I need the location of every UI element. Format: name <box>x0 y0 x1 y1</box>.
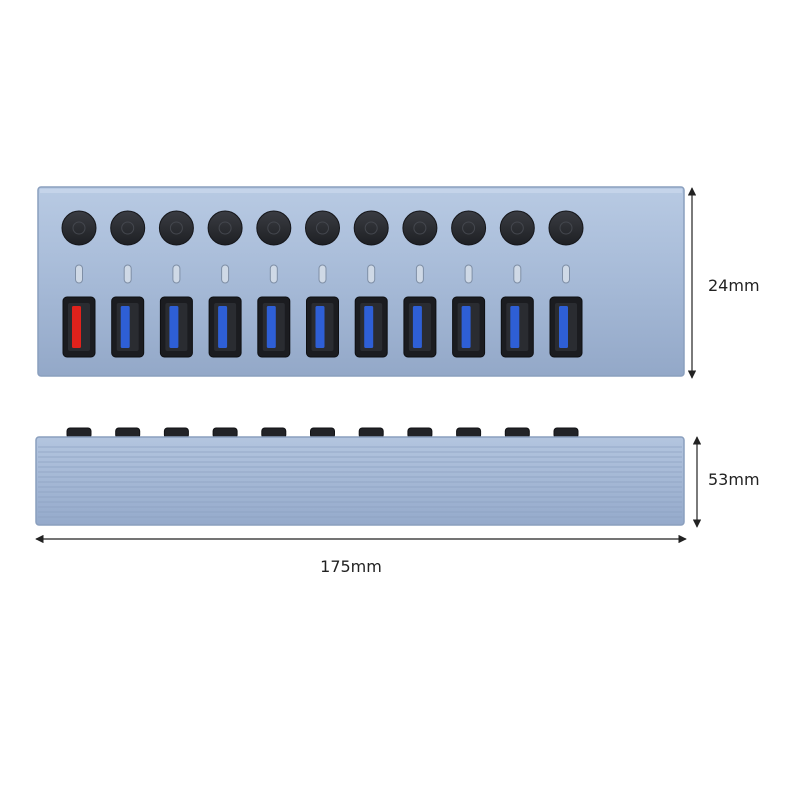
power-button-9 <box>451 210 487 246</box>
length-dimension-label: 175mm <box>320 557 382 576</box>
power-button-ring-10 <box>510 221 524 235</box>
depth-dimension-label: 24mm <box>708 276 760 295</box>
status-leds-row <box>75 264 570 284</box>
power-button-ring-1 <box>72 221 86 235</box>
side-cooling-ribs <box>38 446 682 518</box>
led-indicator-1 <box>75 264 83 284</box>
led-indicator-7 <box>367 264 376 284</box>
usb-port-tongue-8 <box>412 306 422 348</box>
led-indicator-10 <box>513 264 522 284</box>
dimension-annotations: 24mm 53mm 175mm <box>35 187 760 576</box>
power-button-ring-9 <box>462 221 476 235</box>
usb-port-tongue-11 <box>559 306 568 348</box>
usb-port-tongue-10 <box>510 306 520 348</box>
power-button-ring-4 <box>218 221 232 235</box>
power-button-8 <box>402 210 438 246</box>
led-indicator-5 <box>269 264 278 284</box>
hub-side-view <box>35 427 685 526</box>
power-button-1 <box>61 210 97 246</box>
side-buttons-row <box>66 427 579 439</box>
power-button-ring-8 <box>413 221 427 235</box>
led-indicator-2 <box>123 264 132 284</box>
power-button-ring-11 <box>559 221 573 235</box>
power-button-7 <box>353 210 389 246</box>
usb-port-tongue-2 <box>120 306 130 348</box>
power-button-ring-2 <box>121 221 135 235</box>
usb-port-tongue-3 <box>169 306 179 348</box>
power-button-3 <box>158 210 194 246</box>
power-button-10 <box>499 210 535 246</box>
height-dimension-label: 53mm <box>708 470 760 489</box>
power-button-6 <box>305 210 340 246</box>
power-button-2 <box>110 210 146 246</box>
usb-ports-row <box>62 296 583 358</box>
usb-port-tongue-1 <box>72 306 81 348</box>
led-indicator-4 <box>221 264 230 284</box>
hub-top-highlight <box>40 189 682 193</box>
usb-port-tongue-7 <box>364 306 374 348</box>
power-buttons-row <box>61 210 584 246</box>
usb-port-tongue-4 <box>218 306 228 348</box>
power-button-ring-6 <box>316 221 329 235</box>
hub-top-view <box>37 186 685 377</box>
power-button-4 <box>207 210 243 246</box>
led-indicator-9 <box>464 264 473 284</box>
power-button-ring-3 <box>169 221 183 235</box>
power-button-ring-7 <box>364 221 378 235</box>
usb-port-tongue-6 <box>315 306 325 348</box>
hub-side-body <box>35 436 685 526</box>
usb-port-tongue-5 <box>266 306 276 348</box>
led-indicator-6 <box>318 264 327 284</box>
power-button-5 <box>256 210 292 246</box>
usb-port-tongue-9 <box>461 306 471 348</box>
led-indicator-11 <box>562 264 570 284</box>
power-button-ring-5 <box>267 221 281 235</box>
led-indicator-3 <box>172 264 181 284</box>
power-button-11 <box>548 210 584 246</box>
led-indicator-8 <box>415 264 424 284</box>
